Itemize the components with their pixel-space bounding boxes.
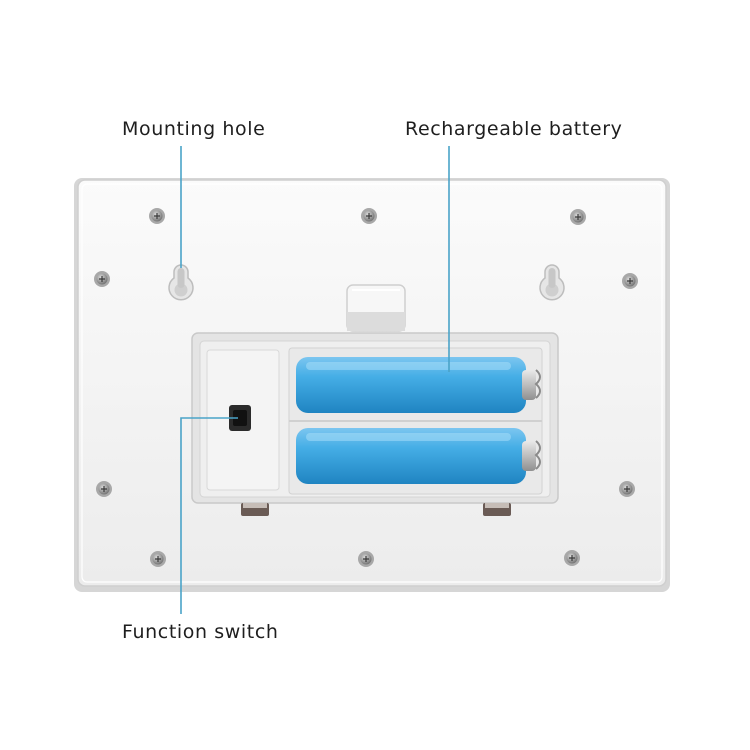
screw-icon: [96, 481, 112, 497]
mounting-hole-label: Mounting hole: [122, 118, 266, 140]
mounting-hole-right-icon: [539, 264, 565, 301]
function-switch-leader-line: [180, 417, 238, 614]
rechargeable-battery-label: Rechargeable battery: [405, 118, 623, 140]
screw-icon: [94, 271, 110, 287]
function-switch-icon: [229, 405, 251, 431]
battery-cover-latch: [346, 284, 406, 332]
screw-icon: [619, 481, 635, 497]
screw-icon: [358, 551, 374, 567]
screw-icon: [622, 273, 638, 289]
screw-icon: [570, 209, 586, 225]
leader-lines: [180, 146, 450, 614]
battery-bottom-icon: [296, 428, 541, 484]
screw-icon: [149, 208, 165, 224]
screw-icon: [150, 551, 166, 567]
screw-icon: [361, 208, 377, 224]
screw-icon: [564, 550, 580, 566]
screws: [94, 208, 638, 567]
battery-top-icon: [296, 357, 541, 413]
function-switch-label: Function switch: [122, 621, 279, 643]
